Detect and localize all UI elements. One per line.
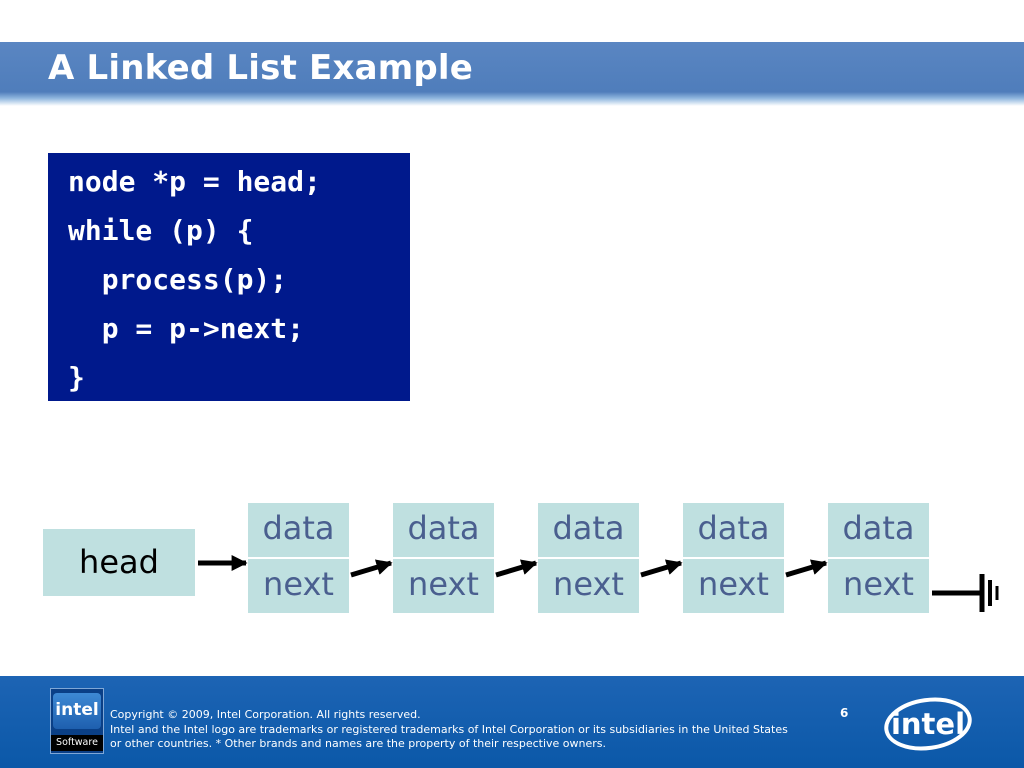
- node-next-cell: next: [393, 559, 494, 613]
- intel-software-logo-mark: intel: [53, 693, 101, 729]
- node-data-cell: data: [828, 503, 929, 557]
- node-data-cell: data: [393, 503, 494, 557]
- list-node-1: data next: [248, 503, 349, 613]
- title-bar: A Linked List Example: [0, 42, 1024, 106]
- trademark-text-line1: Intel and the Intel logo are trademarks …: [110, 722, 788, 736]
- footer: intel Software Copyright © 2009, Intel C…: [0, 676, 1024, 768]
- node-data-cell: data: [538, 503, 639, 557]
- intel-logo-text: intel: [891, 707, 965, 741]
- node-data-cell: data: [248, 503, 349, 557]
- next-arrow: [785, 559, 828, 578]
- node-next-cell: next: [248, 559, 349, 613]
- list-node-4: data next: [683, 503, 784, 613]
- trademark-text-line2: or other countries. * Other brands and n…: [110, 737, 607, 750]
- node-next-cell: next: [828, 559, 929, 613]
- code-line: p = p->next;: [68, 312, 305, 345]
- intel-software-logo: intel Software: [50, 688, 104, 754]
- next-arrow: [350, 559, 393, 578]
- node-data-cell: data: [683, 503, 784, 557]
- code-line: while (p) {: [68, 214, 254, 247]
- legal-text: Copyright © 2009, Intel Corporation. All…: [110, 708, 830, 752]
- null-ground-symbol: [932, 574, 999, 612]
- code-line: node *p = head;: [68, 165, 321, 198]
- node-next-cell: next: [683, 559, 784, 613]
- list-node-3: data next: [538, 503, 639, 613]
- head-pointer-box: head: [43, 529, 195, 596]
- node-next-cell: next: [538, 559, 639, 613]
- list-node-2: data next: [393, 503, 494, 613]
- intel-logo: intel: [884, 697, 972, 751]
- copyright-text: Copyright © 2009, Intel Corporation. All…: [110, 708, 421, 721]
- next-arrow: [640, 559, 683, 578]
- slide-title: A Linked List Example: [48, 48, 474, 88]
- code-line: }: [68, 361, 85, 394]
- list-node-5: data next: [828, 503, 929, 613]
- software-label: Software: [51, 735, 103, 751]
- code-line: process(p);: [68, 263, 288, 296]
- page-number: 6: [840, 706, 849, 720]
- next-arrow: [495, 559, 538, 578]
- code-block: node *p = head; while (p) { process(p); …: [48, 153, 410, 401]
